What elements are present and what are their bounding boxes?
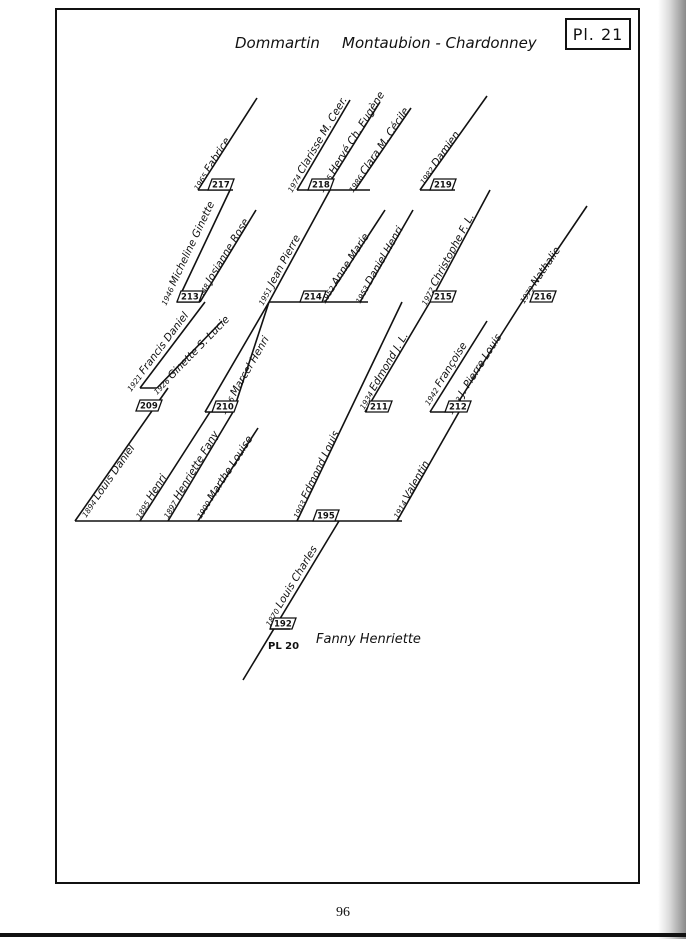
anne-marie-line: [324, 209, 386, 303]
heading-montaubion-chardonney: Montaubion - Chardonney: [342, 34, 537, 52]
person-francis-daniel: 1921 Francis Daniel: [124, 310, 191, 394]
plate-frame: [55, 8, 640, 884]
root-line: [242, 520, 340, 681]
spouse-name: Fanny Henriette: [316, 632, 421, 647]
christophe-line: [429, 189, 491, 303]
plate-badge-213: [176, 290, 204, 303]
person-louis-daniel: 1894 Louis Daniel: [79, 443, 138, 520]
plate-badge-215: [429, 290, 457, 303]
daniel-henri-line: [359, 209, 414, 303]
damien-line: [419, 95, 488, 191]
plate-badge-212: [444, 400, 472, 413]
nathalie-line: [521, 205, 588, 303]
person-name: Henri: [144, 472, 169, 502]
person-name: Edmond Louis: [299, 429, 342, 501]
plate-badge-number: 212: [449, 403, 467, 413]
edmond-jl-line: [364, 301, 431, 413]
plate-badge-number: 213: [181, 293, 199, 303]
person-name: Marcel Henri: [228, 334, 272, 398]
person-name: Damien: [429, 129, 462, 169]
plate-badge-210: [211, 400, 239, 413]
micheline-line: [176, 189, 231, 303]
plate-badge-number: 218: [312, 181, 330, 191]
bottom-rule: [0, 933, 686, 937]
page-number: 96: [336, 905, 350, 920]
plate-badge-209: [135, 399, 163, 412]
herve-line: [324, 101, 381, 191]
plate-badge-211: [365, 400, 393, 413]
person-jean-pierre: 1951 Jean Pierre: [255, 233, 303, 307]
plate-badge-number: 210: [216, 403, 234, 413]
plate-badge-219: [429, 178, 457, 191]
root-plate-reference: PL 20: [268, 641, 300, 652]
plate-badge-214: [299, 290, 327, 303]
francoise-line: [429, 320, 488, 413]
heading-dommartin: Dommartin: [235, 34, 320, 52]
person-name: Louis Daniel: [91, 443, 138, 502]
edmond-louis-line: [296, 301, 403, 522]
person-damien: 1982 Damien: [417, 129, 463, 187]
clara-line: [354, 107, 412, 191]
person-name: Valentin: [401, 459, 433, 502]
person-valentin: 1914 Valentin: [390, 459, 432, 521]
plate-badge-195: [312, 509, 340, 522]
clarisse-line: [296, 99, 351, 191]
jean-pierre-line: [268, 189, 331, 303]
plate-label: Pl. 21: [565, 18, 631, 50]
plate-badge-number: 215: [434, 293, 452, 303]
page-edge-shadow: [658, 0, 686, 939]
person-name: Nathalie: [529, 245, 563, 288]
person-name: Jean Pierre: [264, 233, 303, 290]
person-clara: 1986 Clara M. Cécile: [346, 105, 412, 194]
plate-badge-number: 219: [434, 181, 452, 191]
person-name: Christophe F. L.: [428, 211, 477, 288]
marcel-henri-line: [204, 301, 270, 413]
plate-badge-number: 216: [534, 293, 552, 303]
person-name: Louis Charles: [273, 543, 320, 610]
henri-line: [139, 411, 211, 522]
josianne-line: [199, 209, 257, 303]
plate-badge-217: [207, 178, 235, 191]
plate-badge-192: [269, 617, 297, 630]
plate-badge-number: 192: [274, 620, 292, 630]
person-ginette-lucie: 1926 Ginette S. Lucie: [151, 314, 233, 397]
person-louis-charles: 1870 Louis Charles: [262, 543, 320, 628]
person-edmond-jl: 1934 Edmond J. L.: [356, 330, 411, 411]
marthe-louise-line: [197, 427, 259, 522]
plate-badge-218: [307, 178, 335, 191]
plate-badge-number: 217: [212, 181, 230, 191]
plate-badge-216: [529, 290, 557, 303]
fabrice-line: [197, 97, 258, 191]
person-edmond-louis: 1903 Edmond Louis: [290, 429, 342, 521]
ginette-line: [156, 320, 223, 389]
connector-line: [232, 301, 270, 413]
henriette-fany-line: [167, 411, 234, 522]
plate-badge-number: 195: [317, 512, 335, 522]
plate-badge-number: 211: [370, 403, 388, 413]
francis-daniel-line: [139, 301, 206, 389]
person-name: Josianne Rose: [202, 217, 251, 287]
j-pierre-louis-line: [451, 301, 523, 413]
plate-badge-number: 209: [140, 402, 158, 412]
person-name: J. Pierre Louis: [455, 332, 505, 401]
person-name: Fabrice: [202, 136, 233, 175]
plate-badge-number: 214: [304, 293, 322, 303]
valentin-line: [396, 411, 460, 522]
